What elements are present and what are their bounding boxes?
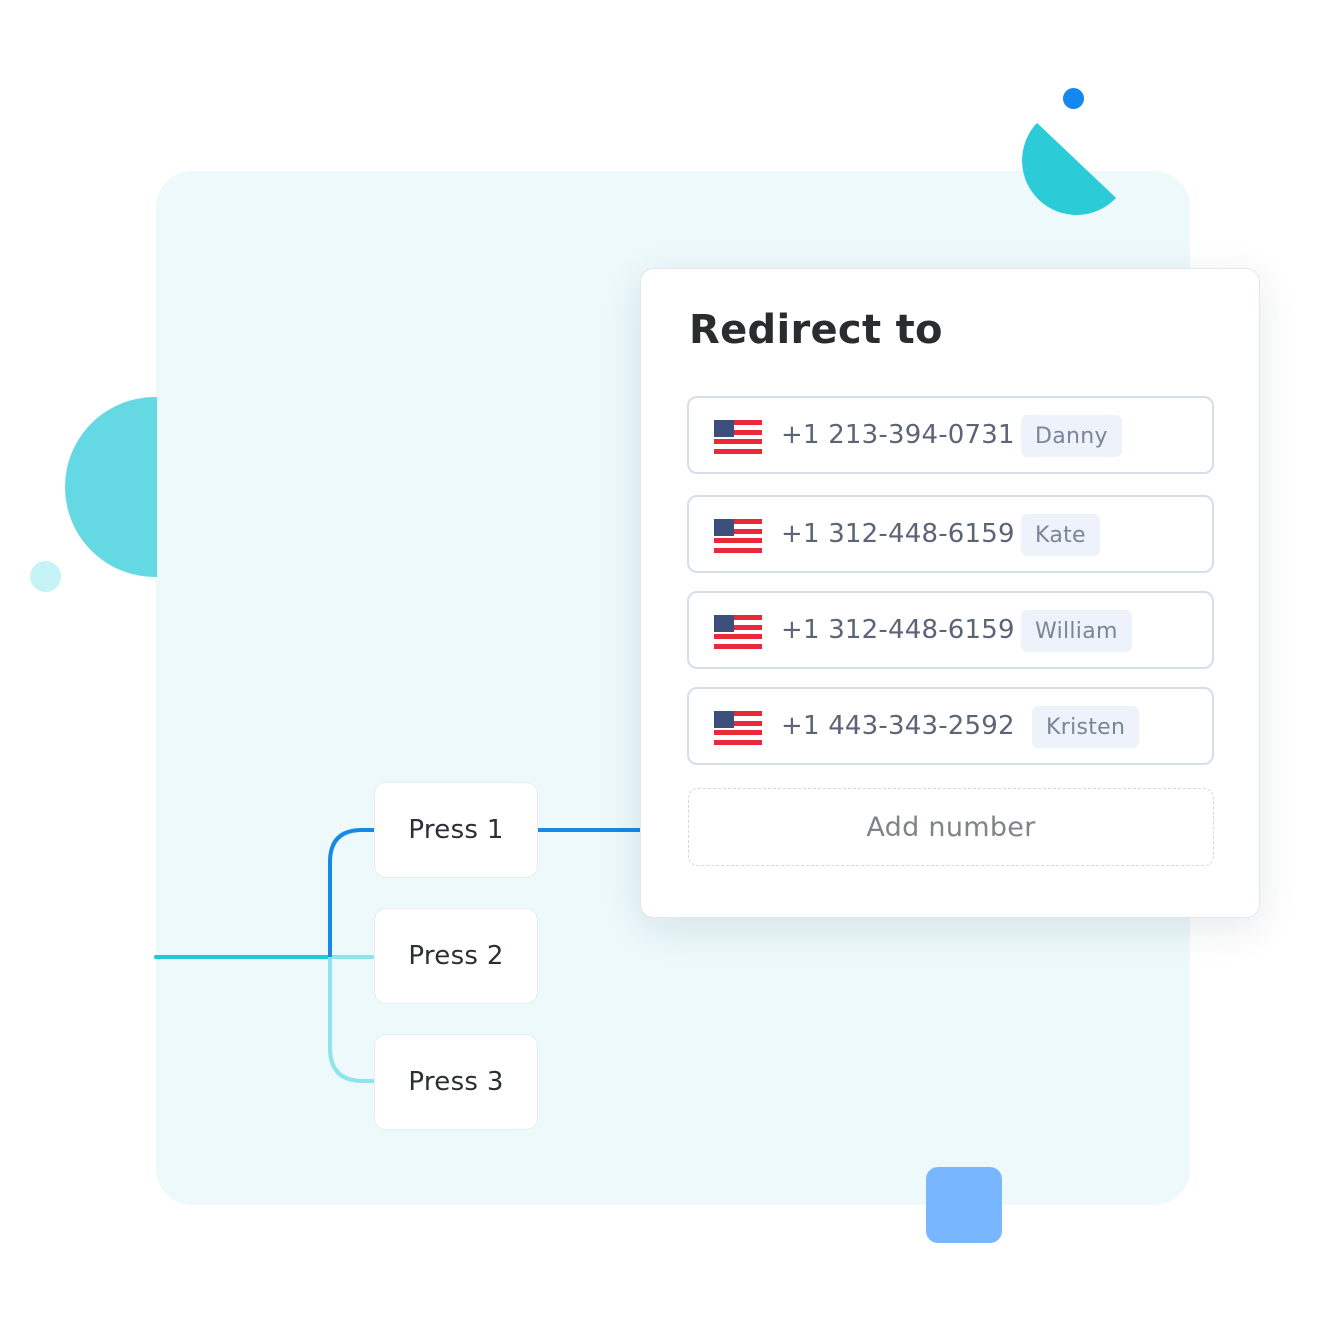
phone-number: +1 443-343-2592	[781, 711, 1015, 741]
decorative-dot	[30, 561, 61, 592]
press-3-button[interactable]: Press 3	[374, 1034, 538, 1130]
phone-number: +1 312-448-6159	[781, 519, 1015, 549]
redirect-card: Redirect to +1 213-394-0731 Danny +1 312…	[640, 268, 1260, 918]
number-row[interactable]: +1 213-394-0731 Danny	[687, 396, 1214, 474]
us-flag-icon	[714, 519, 762, 553]
card-title: Redirect to	[689, 307, 943, 353]
number-row[interactable]: +1 443-343-2592 Kristen	[687, 687, 1214, 765]
press-1-button[interactable]: Press 1	[374, 782, 538, 878]
decorative-quarter-circle	[1022, 123, 1116, 215]
press-2-button[interactable]: Press 2	[374, 908, 538, 1004]
us-flag-icon	[714, 420, 762, 454]
us-flag-icon	[714, 711, 762, 745]
phone-number: +1 213-394-0731	[781, 420, 1015, 450]
us-flag-icon	[714, 615, 762, 649]
decorative-half-circle	[65, 397, 157, 577]
contact-name-badge: William	[1021, 610, 1132, 652]
decorative-blue-square	[926, 1167, 1002, 1243]
decorative-blue-dot	[1063, 88, 1084, 109]
number-row[interactable]: +1 312-448-6159 Kate	[687, 495, 1214, 573]
phone-number: +1 312-448-6159	[781, 615, 1015, 645]
contact-name-badge: Danny	[1021, 415, 1122, 457]
contact-name-badge: Kristen	[1032, 706, 1140, 748]
number-row[interactable]: +1 312-448-6159 William	[687, 591, 1214, 669]
add-number-button[interactable]: Add number	[688, 788, 1214, 866]
contact-name-badge: Kate	[1021, 514, 1100, 556]
